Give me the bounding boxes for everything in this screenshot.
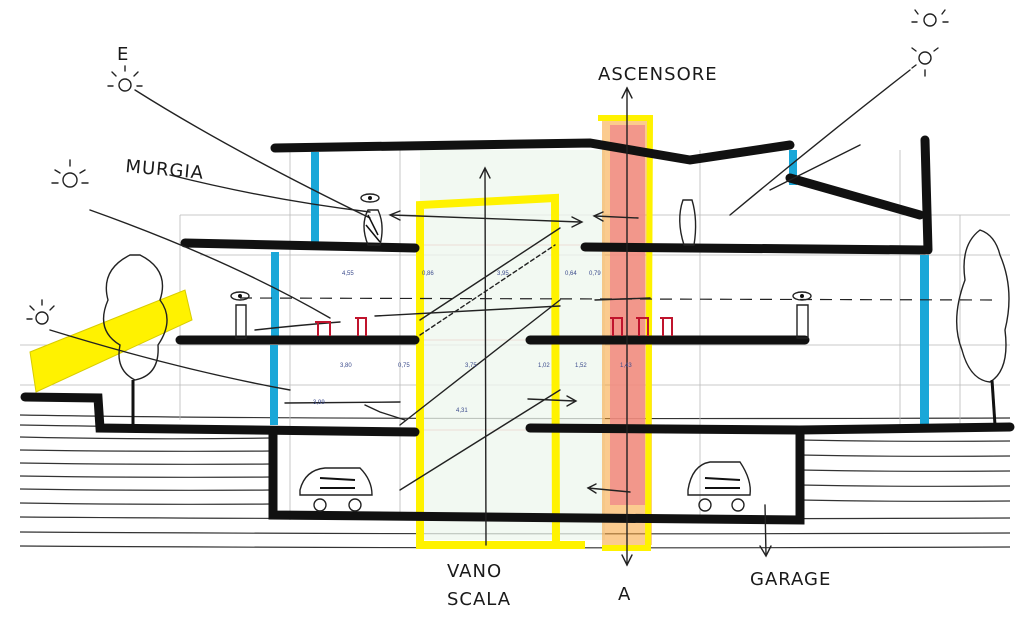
dim-middle-0: 3,80 [340, 363, 352, 369]
chair-icon [315, 317, 673, 336]
label-ascensore: ASCENSORE [598, 64, 718, 85]
dim-upper-3: 0,64 [565, 271, 577, 277]
dim-upper-4: 0,79 [589, 271, 601, 277]
sun-icon [51, 159, 89, 188]
sun-ray-lines [49, 69, 911, 391]
tree-icon [102, 254, 168, 425]
dim-middle-3: 1,02 [538, 363, 550, 369]
dim-middle-4: 1,52 [575, 363, 587, 369]
person-icon [679, 199, 697, 246]
dim-lower-mid: 4,31 [456, 408, 468, 414]
label-scala: SCALA [447, 589, 511, 610]
sun-icon [26, 299, 55, 325]
eye-icon [360, 193, 380, 203]
dim-upper-2: 3,95 [497, 271, 509, 277]
sunshade-highlight [29, 289, 193, 393]
stairs [399, 227, 561, 491]
sun-icon [911, 9, 949, 27]
dim-lower-left: 3,99 [313, 400, 325, 406]
label-vano: VANO [447, 561, 502, 582]
tree-icon [955, 229, 1010, 426]
horizontal-arrows [284, 210, 651, 494]
person-icon [235, 304, 247, 339]
dim-middle-2: 3,75 [465, 363, 477, 369]
person-icon [363, 209, 383, 246]
sight-line [239, 297, 1001, 301]
stair-shaft-left [416, 250, 585, 549]
person-icon [796, 304, 809, 339]
stair-void-fill [420, 150, 605, 540]
car-icon [687, 461, 751, 512]
label-section-a: A [618, 584, 631, 605]
eye-icon [230, 291, 250, 301]
car-icon [299, 467, 373, 512]
label-east: E [117, 44, 129, 65]
dim-upper-0: 4,55 [342, 271, 354, 277]
sun-icon [911, 47, 939, 77]
floor-slabs [20, 135, 1015, 525]
dimension-labels: 4,55 0,86 3,95 0,64 0,79 3,80 0,75 3,75 … [313, 271, 632, 414]
sun-icon [107, 65, 143, 92]
blue-columns [270, 150, 929, 425]
dim-middle-1: 0,75 [398, 363, 410, 369]
vertical-arrows [479, 86, 772, 567]
dim-middle-5: 1,43 [620, 363, 632, 369]
eye-icon [792, 291, 812, 301]
stair-shaft-right [416, 193, 560, 546]
label-murgia: MURGIA [125, 156, 205, 184]
dim-upper-1: 0,86 [422, 271, 434, 277]
label-garage: GARAGE [750, 569, 831, 590]
